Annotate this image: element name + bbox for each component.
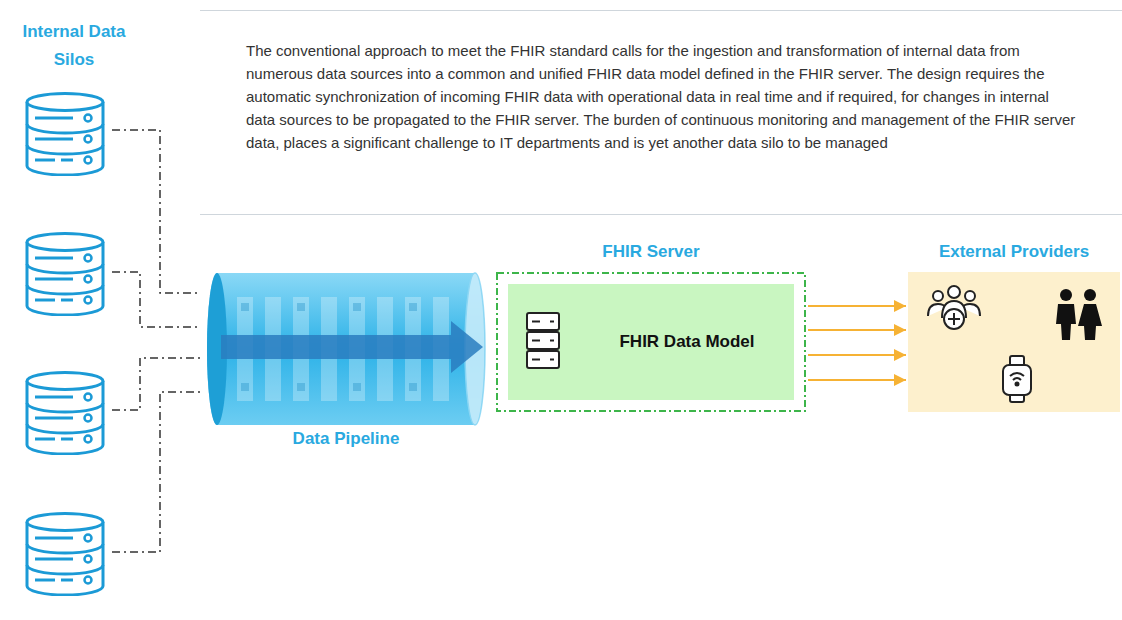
database-icon: [27, 514, 103, 596]
data-flow-arrow: [808, 379, 906, 381]
section-heading: Internal Data Silos: [20, 18, 128, 74]
data-flow-arrow: [808, 354, 906, 356]
server-icon: [526, 312, 560, 370]
data-wire: [112, 272, 200, 327]
data-flow-arrow: [808, 329, 906, 331]
providers-heading: External Providers: [908, 242, 1120, 262]
database-icon: [27, 94, 103, 176]
description-text: The conventional approach to meet the FH…: [246, 39, 1082, 154]
pipeline-label: Data Pipeline: [207, 429, 485, 449]
data-flow-arrow: [808, 305, 906, 307]
data-pipeline: Data Pipeline: [207, 273, 485, 425]
model-label: FHIR Data Model: [619, 332, 754, 352]
description-panel: The conventional approach to meet the FH…: [200, 10, 1122, 215]
data-wire: [112, 130, 200, 293]
database-icon: [27, 373, 103, 455]
fhir-server-box: FHIR Server FHIR Data Model: [496, 272, 806, 412]
external-providers-box: External Providers: [908, 272, 1120, 412]
data-wire: [112, 358, 200, 410]
server-heading: FHIR Server: [496, 242, 806, 262]
database-icon: [27, 234, 103, 316]
data-wire: [112, 392, 200, 552]
provider-icons: [908, 272, 1120, 412]
fhir-data-model-box: FHIR Data Model: [508, 284, 794, 400]
pipeline-cylinder: [207, 273, 485, 425]
